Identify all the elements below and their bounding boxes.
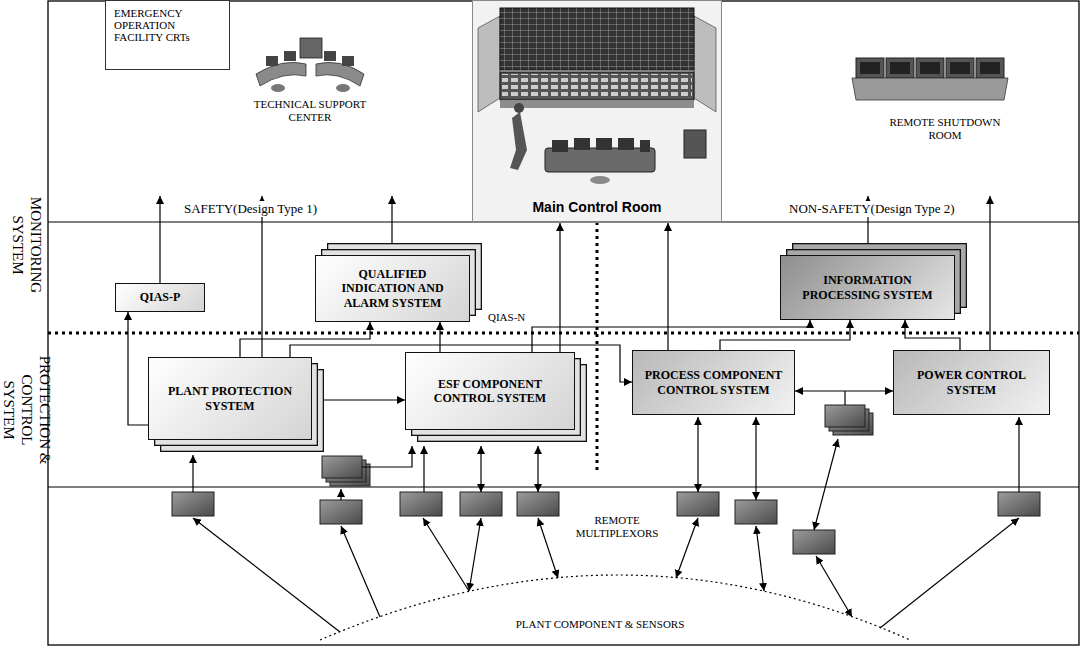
signal-connector xyxy=(720,320,850,350)
dotted-divider xyxy=(596,222,599,470)
node-text: POWER CONTROL SYSTEM xyxy=(902,368,1041,397)
category-label: NON-SAFETY(Design Type 2) xyxy=(787,201,957,217)
node-text: ESF COMPONENT CONTROL SYSTEM xyxy=(414,377,566,406)
signal-connector xyxy=(795,390,893,391)
node-text: QUALIFIED INDICATION AND ALARM SYSTEM xyxy=(324,267,461,310)
node-text: QIAS-P xyxy=(140,290,181,304)
system-box: INFORMATION PROCESSING SYSTEM xyxy=(780,255,955,320)
bus-label: QIAS-N xyxy=(486,311,527,324)
frame xyxy=(48,1,1079,645)
signal-connector xyxy=(667,223,668,350)
signal-connector xyxy=(559,223,560,352)
sensor-arc xyxy=(320,575,910,640)
signal-connector xyxy=(240,322,370,357)
system-box: PROCESS COMPONENT CONTROL SYSTEM xyxy=(632,350,795,415)
node-text: EMERGENCY OPERATION FACILITY CRTs xyxy=(114,7,221,43)
signal-connector xyxy=(905,320,960,350)
signal-connector xyxy=(532,320,810,352)
node-text: PLANT PROTECTION SYSTEM xyxy=(157,384,303,413)
system-box: POWER CONTROL SYSTEM xyxy=(893,350,1050,415)
room-label: REMOTE SHUTDOWN ROOM xyxy=(880,116,1010,142)
band-line xyxy=(48,487,1079,488)
node-text: Main Control Room xyxy=(532,199,661,215)
multiplexor-links xyxy=(193,391,1019,632)
group-label: REMOTE MULTIPLEXORS xyxy=(565,514,669,540)
system-box: ESF COMPONENT CONTROL SYSTEM xyxy=(405,352,575,430)
dotted-divider xyxy=(48,332,1079,335)
node-text: PROCESS COMPONENT CONTROL SYSTEM xyxy=(641,368,786,397)
tsc-illustration xyxy=(256,38,364,92)
group-label: PLANT COMPONENT & SENSORS xyxy=(500,618,700,631)
rsr-illustration xyxy=(852,58,1008,100)
signal-connector xyxy=(439,322,440,352)
system-box: QUALIFIED INDICATION AND ALARM SYSTEM xyxy=(315,255,470,322)
section-label: MONITORING SYSTEM xyxy=(9,186,45,304)
room-label: TECHNICAL SUPPORT CENTER xyxy=(245,98,375,124)
node-text: INFORMATION PROCESSING SYSTEM xyxy=(789,273,946,302)
category-label: SAFETY(Design Type 1) xyxy=(182,201,319,217)
system-box: PLANT PROTECTION SYSTEM xyxy=(148,357,312,440)
main-control-room-illustration xyxy=(473,1,721,221)
facility-box: EMERGENCY OPERATION FACILITY CRTs xyxy=(105,0,230,70)
system-box: QIAS-P xyxy=(115,283,205,312)
control-room-box: Main Control Room xyxy=(472,0,722,223)
signal-arrows xyxy=(160,196,990,357)
section-label: PROTECTION & CONTROL SYSTEM xyxy=(0,351,54,469)
signal-connector xyxy=(312,399,405,400)
signal-connector xyxy=(128,312,148,425)
